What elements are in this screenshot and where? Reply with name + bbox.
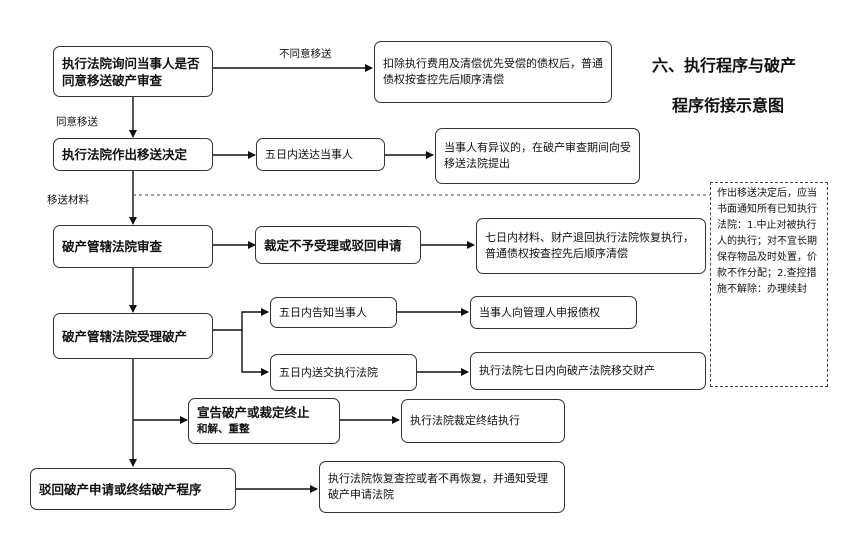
node-end: 驳回破产申请或终结破产程序	[30, 468, 236, 510]
edge-label-materials: 移送材料	[47, 194, 89, 206]
arrow-accept-to-send5	[241, 330, 269, 376]
arrow-accept-to-inform5	[213, 308, 269, 331]
note-box: 作出移送决定后，应当书面通知所有已知执行法院：1.中止对被执行人的执行；对不宜长…	[710, 182, 828, 387]
node-bankrupt: 宣告破产或裁定终止 和解、重整	[188, 398, 340, 444]
node-accept: 破产管辖法院受理破产	[53, 313, 213, 359]
node-bankrupt-main: 宣告破产或裁定终止	[197, 405, 310, 420]
node-send5: 五日内送交执行法院	[270, 354, 417, 391]
node-ask: 执行法院询问当事人是否同意移送破产审查	[53, 46, 213, 97]
node-disagree-result: 扣除执行费用及清偿优先受偿的债权后，普通债权按查控先后顺序清偿	[374, 41, 612, 103]
edge-label-disagree: 不同意移送	[279, 48, 332, 60]
node-declare-claims: 当事人向管理人申报债权	[470, 296, 637, 329]
node-resume: 执行法院恢复查控或者不再恢复，并通知受理破产申请法院	[319, 461, 565, 513]
node-inform5: 五日内告知当事人	[270, 297, 397, 328]
node-notify5: 五日内送达当事人	[256, 138, 385, 171]
diagram-title-line1: 六、执行程序与破产	[652, 56, 797, 75]
node-bankrupt-sub: 和解、重整	[197, 423, 250, 435]
node-return7: 七日内材料、财产退回执行法院恢复执行，普通债权按查控先后顺序清偿	[476, 218, 706, 274]
node-decision: 执行法院作出移送决定	[53, 138, 213, 171]
diagram-title-line2: 程序衔接示意图	[672, 96, 785, 115]
node-review: 破产管辖法院审查	[53, 225, 213, 268]
node-reject: 裁定不予受理或驳回申请	[255, 226, 421, 264]
edge-label-agree: 同意移送	[56, 116, 98, 128]
node-terminate-exec: 执行法院裁定终结执行	[401, 399, 565, 443]
node-transfer-property: 执行法院七日内向破产法院移交财产	[470, 352, 706, 390]
node-objection: 当事人有异议的，在破产审查期间向受移送法院提出	[435, 128, 640, 184]
